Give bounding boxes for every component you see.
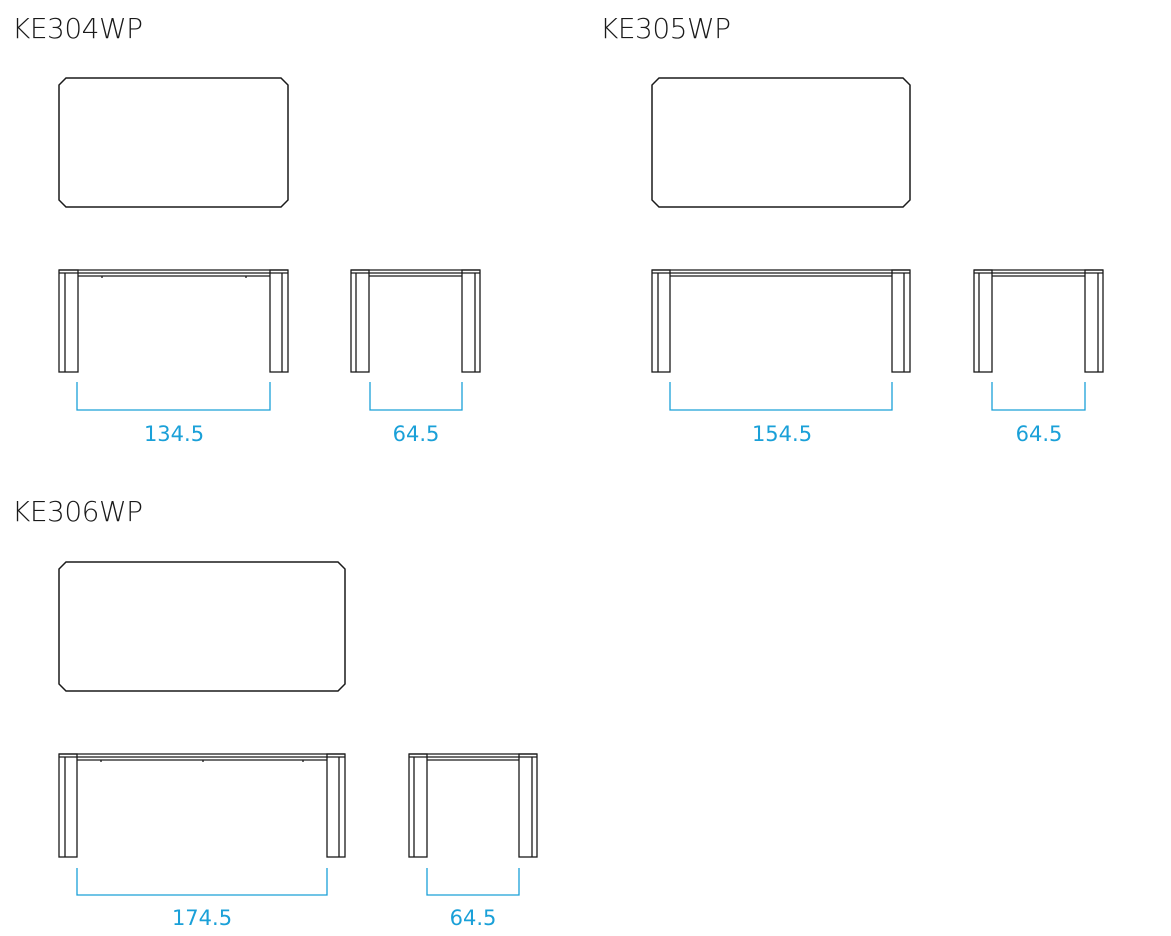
depth-dimension-label: 64.5 bbox=[393, 422, 440, 446]
length-dimension-label: 174.5 bbox=[172, 906, 232, 930]
table-front-view bbox=[651, 269, 911, 373]
table-top-view bbox=[58, 561, 346, 692]
table-side-view bbox=[973, 269, 1104, 373]
length-dimension-line bbox=[76, 868, 328, 896]
depth-dimension-label: 64.5 bbox=[450, 906, 497, 930]
model-ke306wp: 174.5 64.5 bbox=[58, 561, 538, 930]
depth-dimension-line bbox=[369, 382, 463, 411]
model-ke305wp: 154.5 64.5 bbox=[651, 77, 1104, 446]
model-title-ke304wp: KE304WP bbox=[12, 12, 143, 45]
model-ke304wp: 134.5 64.5 bbox=[58, 77, 481, 446]
length-dimension-line bbox=[76, 382, 271, 411]
length-dimension-label: 154.5 bbox=[752, 422, 812, 446]
model-title-ke305wp: KE305WP bbox=[600, 12, 731, 45]
model-title-ke306wp: KE306WP bbox=[12, 495, 143, 528]
table-front-view bbox=[58, 753, 346, 858]
length-dimension-line bbox=[669, 382, 893, 411]
table-side-view bbox=[350, 269, 481, 373]
table-front-view bbox=[58, 269, 289, 373]
depth-dimension-line bbox=[991, 382, 1086, 411]
table-top-view bbox=[58, 77, 289, 208]
table-top-view bbox=[651, 77, 911, 208]
depth-dimension-line bbox=[426, 868, 520, 896]
depth-dimension-label: 64.5 bbox=[1016, 422, 1063, 446]
length-dimension-label: 134.5 bbox=[144, 422, 204, 446]
table-side-view bbox=[408, 753, 538, 858]
